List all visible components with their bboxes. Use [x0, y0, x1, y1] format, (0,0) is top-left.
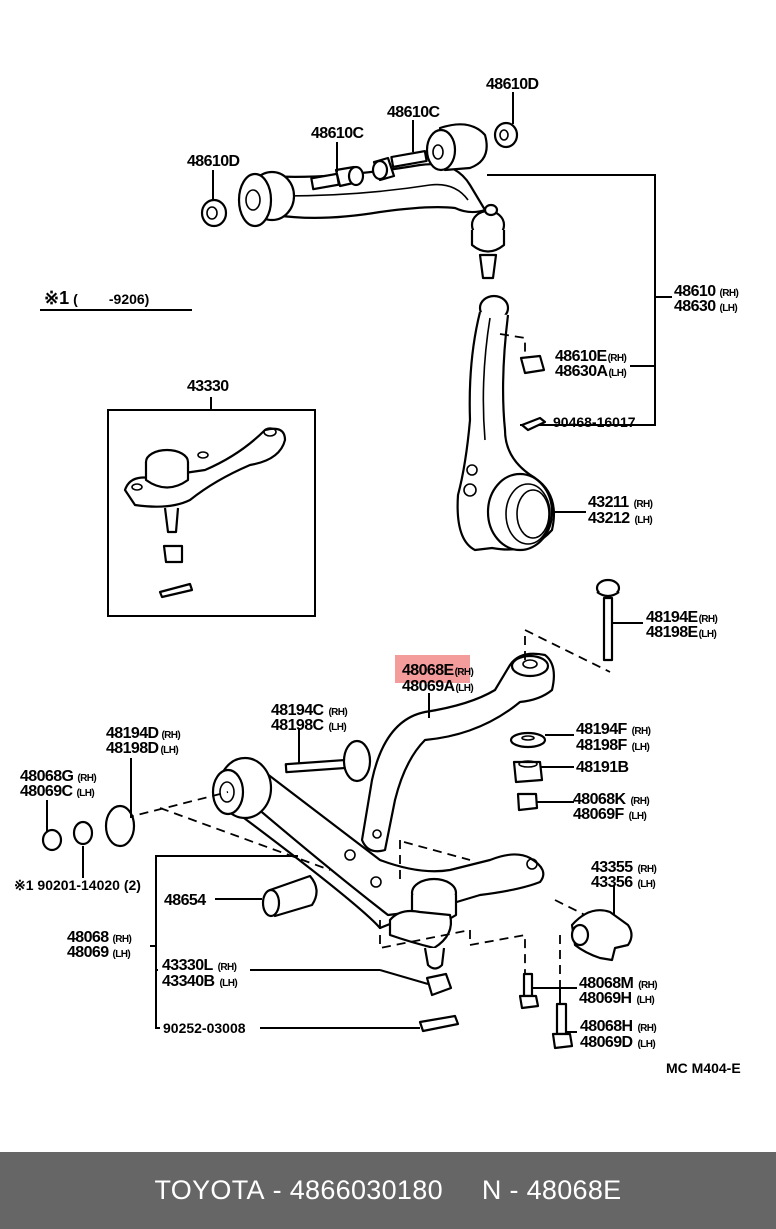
label-48630A: 48630A(LH) [555, 363, 626, 380]
label-48069H: 48069H(LH) [579, 990, 654, 1007]
label-43355: 43355(RH) [591, 859, 656, 876]
footer-brand: TOYOTA [154, 1175, 265, 1205]
label-48191B: 48191B [576, 759, 628, 776]
label-48068M: 48068M(RH) [579, 975, 657, 992]
label-48069A: 48069A(LH) [402, 678, 473, 695]
note-marker: ※1( -9206) [44, 288, 149, 308]
label-48610E: 48610E(RH) [555, 348, 627, 365]
label-48630: 48630(LH) [674, 298, 737, 315]
label-90468-16017: 90468-16017 [553, 414, 636, 430]
label-48069C: 48069C(LH) [20, 783, 94, 800]
label-43330L: 43330L(RH) [162, 957, 237, 974]
label-43212: 43212(LH) [588, 510, 652, 527]
label-48068E[interactable]: 48068E(RH) [402, 662, 474, 679]
steering-knuckle [456, 294, 556, 552]
label-48610: 48610(RH) [674, 283, 738, 300]
strut-bar-bracket [360, 652, 555, 853]
footer-sep: - [264, 1175, 290, 1205]
label-48610C-left: 48610C [311, 125, 364, 142]
label-43356: 43356(LH) [591, 874, 655, 891]
diagram-code: MC M404-E [666, 1060, 741, 1076]
label-90252-03008: 90252-03008 [163, 1020, 246, 1036]
highlight-48068E [395, 655, 470, 683]
bracket-43355 [570, 909, 633, 962]
label-48194E: 48194E(RH) [646, 609, 718, 626]
label-48069F: 48069F(LH) [573, 806, 647, 823]
upper-control-arm [237, 123, 506, 280]
label-48610D-left: 48610D [187, 153, 239, 170]
label-48198C: 48198C(LH) [271, 717, 346, 734]
bolt-48194E [595, 578, 621, 662]
label-48198F: 48198F(LH) [576, 737, 650, 754]
label-48069D: 48069D(LH) [580, 1034, 655, 1051]
parts-diagram: 48610D 48610C 48610C 48610D 48610(RH) 48… [14, 76, 741, 1076]
label-43330: 43330 [187, 378, 229, 395]
footer-part-number: 4866030180 [289, 1175, 443, 1205]
label-48194C: 48194C(RH) [271, 702, 347, 719]
label-48194D: 48194D(RH) [106, 725, 180, 742]
label-90201-14020: ※1 90201-14020 (2) [14, 877, 141, 893]
label-48610D-right: 48610D [486, 76, 538, 93]
label-48069: 48069(LH) [67, 944, 130, 961]
label-48068K: 48068K(RH) [573, 791, 649, 808]
label-48068G: 48068G(RH) [20, 768, 96, 785]
ball-joint-43330 [123, 427, 287, 599]
label-43211: 43211(RH) [588, 494, 653, 511]
label-48068H: 48068H(RH) [580, 1018, 656, 1035]
label-48198E: 48198E(LH) [646, 624, 716, 641]
footer-ref-number: N - 48068E [481, 1175, 622, 1205]
label-48068: 48068(RH) [67, 929, 131, 946]
label-48610C-right: 48610C [387, 104, 440, 121]
label-48194F: 48194F(RH) [576, 721, 651, 738]
label-43340B: 43340B(LH) [162, 973, 237, 990]
bushing-48654 [261, 874, 318, 918]
footer-bar: TOYOTA - 4866030180 N - 48068E [0, 1152, 776, 1229]
footer-gap [443, 1175, 482, 1206]
label-48654: 48654 [164, 892, 206, 909]
upper-arm-hardware [200, 121, 519, 228]
label-48198D: 48198D(LH) [106, 740, 178, 757]
